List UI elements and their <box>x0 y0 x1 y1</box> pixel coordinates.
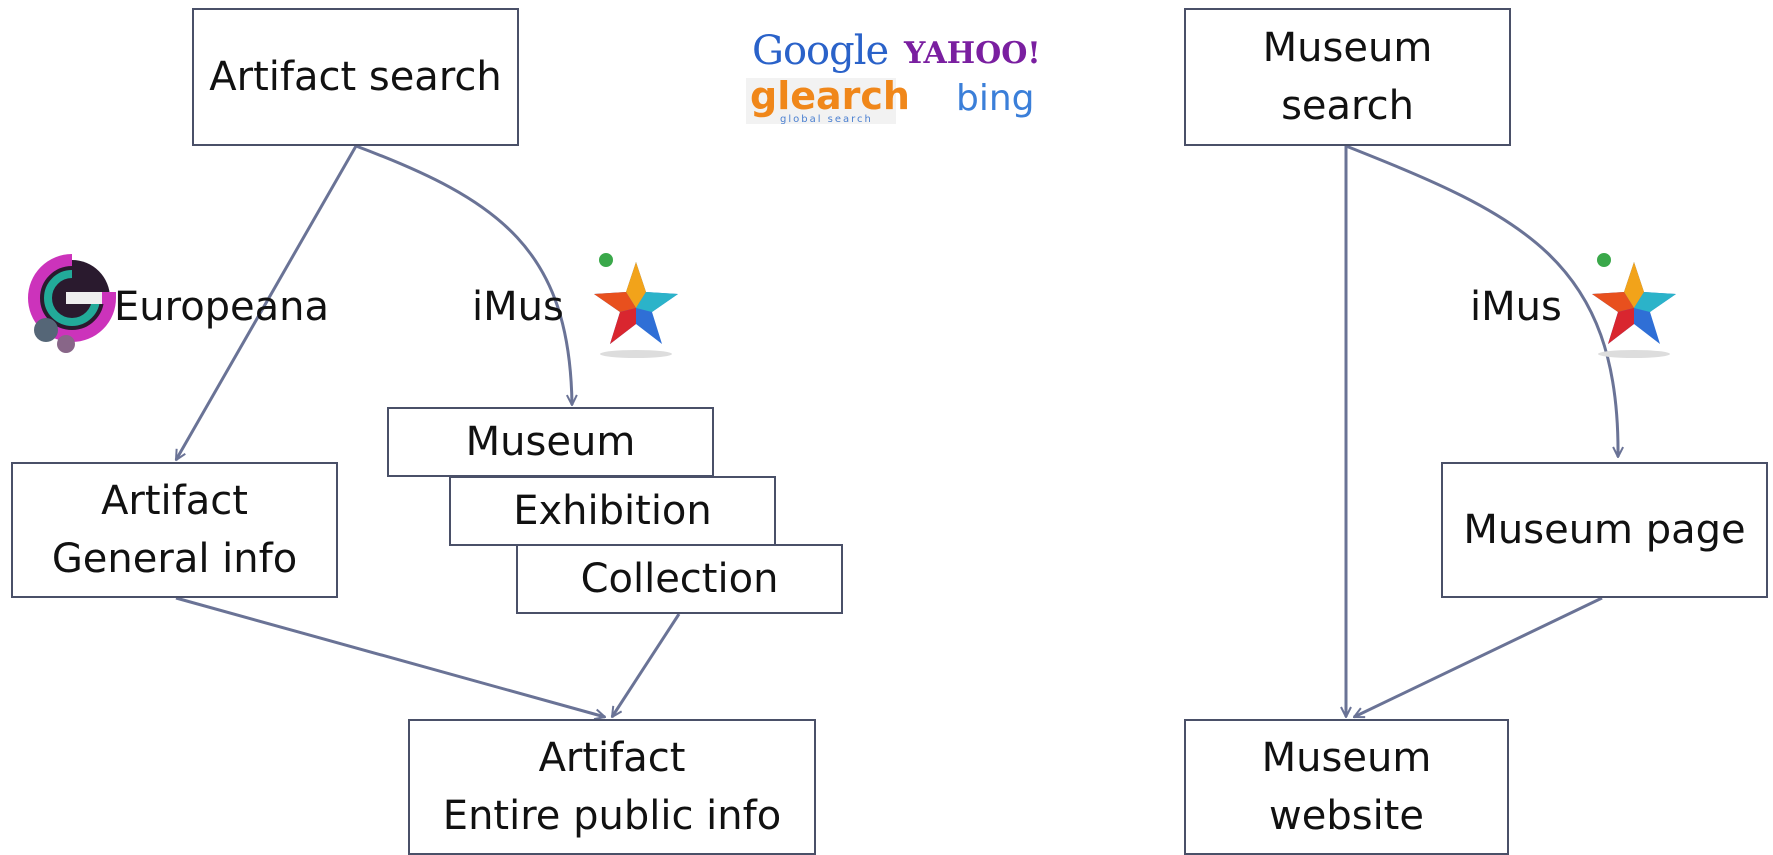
google-logo: Google <box>752 28 889 74</box>
bing-logo: bing <box>956 78 1035 119</box>
glearch-logo: glearch <box>750 74 910 118</box>
arrow-collection-to-entire <box>610 613 681 717</box>
museum-search-box: Museum search <box>1184 8 1511 146</box>
artifact-entire-line1: Artifact <box>538 735 686 781</box>
artifact-entire-line2: Entire public info <box>442 793 782 839</box>
museum-page-box: Museum page <box>1441 462 1768 598</box>
museum-box: Museum <box>387 407 714 477</box>
imus-star-icon <box>594 253 678 358</box>
artifact-general-info-box: Artifact General info <box>11 462 338 598</box>
museum-search-line2: search <box>1281 83 1414 129</box>
museum-website-line2: website <box>1269 793 1424 839</box>
arrow-museum-search-to-page <box>1345 144 1618 457</box>
yahoo-logo: YAHOO! <box>904 36 1041 71</box>
europeana-label: Europeana <box>114 284 330 330</box>
museum-label: Museum <box>465 419 636 465</box>
arrow-search-to-museum <box>355 144 572 405</box>
artifact-entire-info-box: Artifact Entire public info <box>408 719 816 855</box>
glearch-subtitle: global search <box>780 114 873 125</box>
museum-page-label: Museum page <box>1463 507 1746 553</box>
arrow-page-to-website <box>1354 596 1603 719</box>
museum-website-line1: Museum <box>1261 735 1432 781</box>
museum-search-line1: Museum <box>1262 25 1433 71</box>
exhibition-box: Exhibition <box>449 476 776 546</box>
collection-box: Collection <box>516 544 843 614</box>
exhibition-label: Exhibition <box>513 488 712 534</box>
artifact-search-box: Artifact search <box>192 8 519 146</box>
imus-label-left: iMus <box>472 284 564 330</box>
arrow-search-to-general <box>174 145 358 460</box>
artifact-search-label: Artifact search <box>209 54 502 100</box>
search-engine-logos: Google YAHOO! glearch global search bing <box>746 28 1058 125</box>
europeana-logo-icon <box>28 254 117 353</box>
museum-website-box: Museum website <box>1184 719 1509 855</box>
collection-label: Collection <box>580 556 779 602</box>
artifact-general-line1: Artifact <box>101 478 248 524</box>
imus-label-right: iMus <box>1470 284 1562 330</box>
imus-star-icon-right <box>1592 253 1676 358</box>
artifact-general-line2: General info <box>51 536 298 582</box>
arrow-general-to-entire <box>175 596 605 717</box>
